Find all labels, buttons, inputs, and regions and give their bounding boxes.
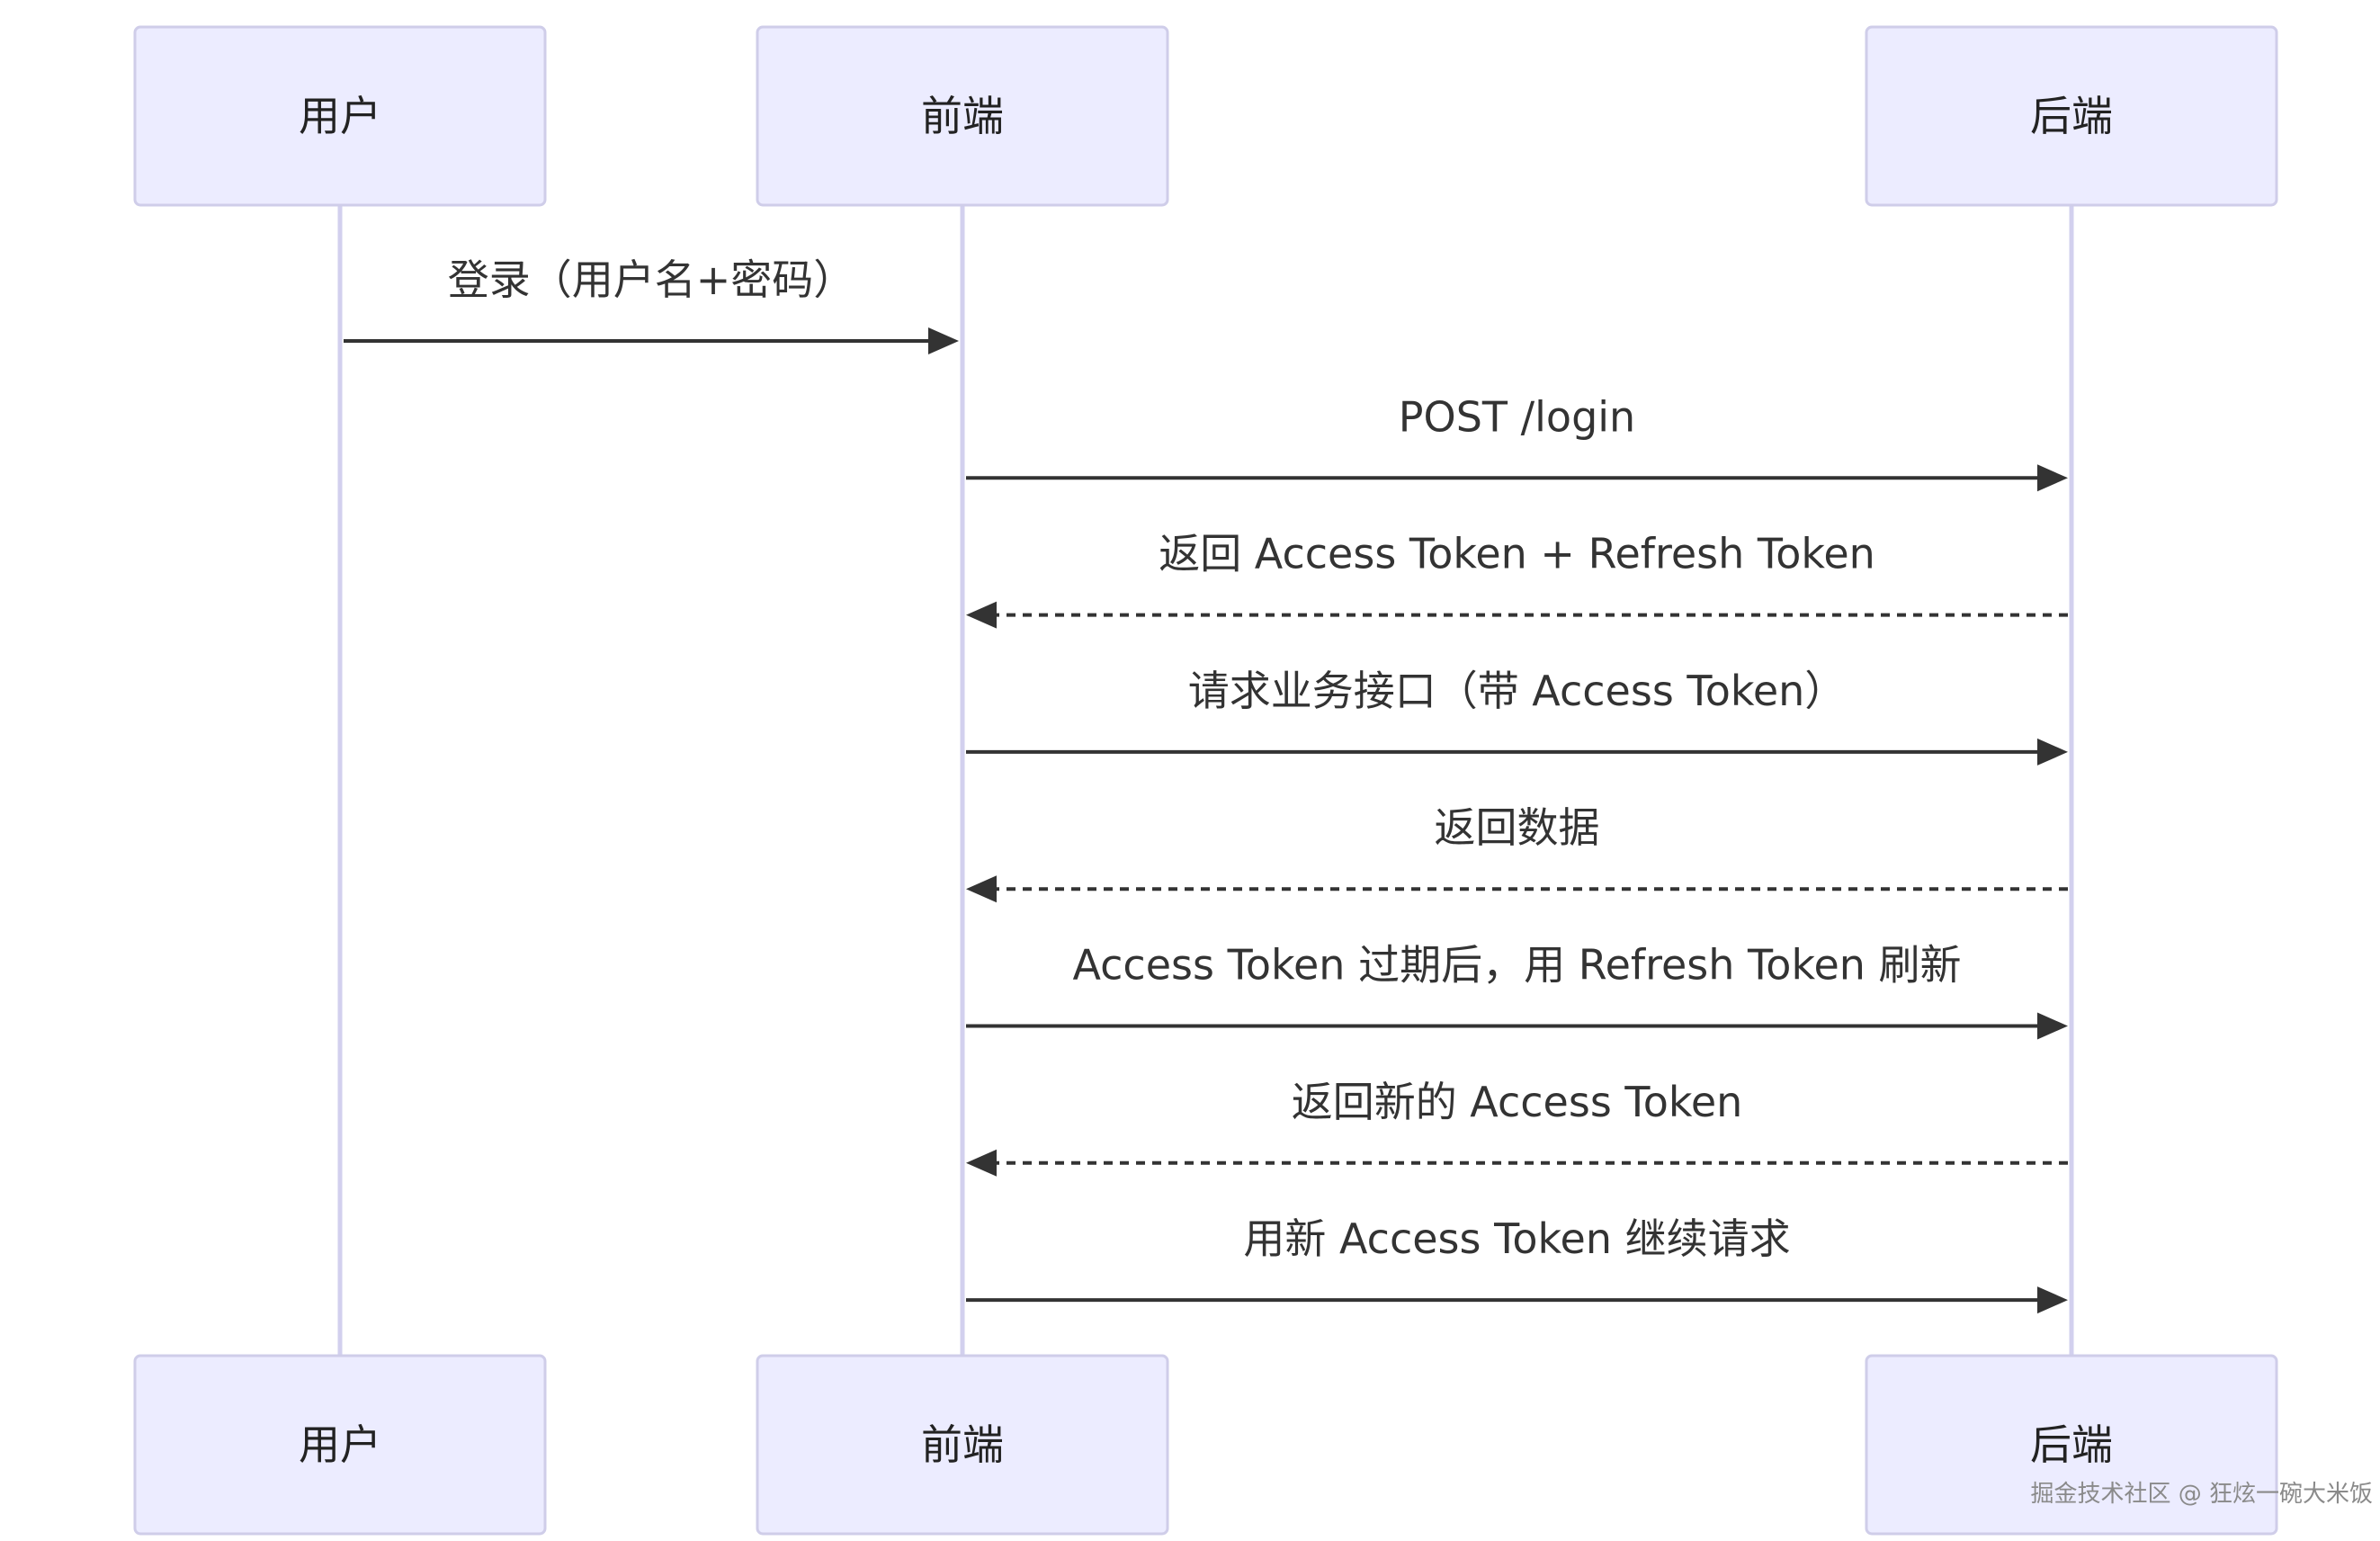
participant-box [133, 1354, 547, 1536]
participant-label: 前端 [921, 92, 1004, 140]
messages: 登录（用户名+密码） POST /login 返回 Access Token + R… [344, 255, 2068, 1314]
message-2: POST /login [966, 392, 2068, 492]
participant-frontend-top: 前端 [756, 25, 1169, 207]
participant-user-top: 用户 [133, 25, 547, 207]
arrowhead-icon [966, 601, 997, 629]
message-4: 请求业务接口（带 Access Token） [966, 667, 2068, 766]
participant-box [133, 25, 547, 207]
participant-box [1865, 1354, 2278, 1536]
lifelines [337, 205, 2074, 1356]
participant-box [756, 25, 1169, 207]
message-label: 用新 Access Token 继续请求 [1243, 1214, 1790, 1263]
message-8: 用新 Access Token 继续请求 [966, 1214, 2068, 1314]
message-3: 返回 Access Token + Refresh Token [966, 530, 2068, 629]
arrowhead-icon [966, 875, 997, 903]
message-label: 请求业务接口（带 Access Token） [1188, 667, 1847, 715]
participant-backend-bottom: 后端 [1865, 1354, 2278, 1536]
arrowhead-icon [2037, 1012, 2068, 1040]
message-label: 返回数据 [1435, 803, 1600, 852]
arrowhead-icon [966, 1149, 997, 1177]
participant-label: 用户 [299, 1420, 381, 1469]
message-label: 返回 Access Token + Refresh Token [1159, 530, 1875, 578]
participant-label: 后端 [2030, 1420, 2113, 1469]
message-7: 返回新的 Access Token [966, 1078, 2068, 1177]
participant-label: 后端 [2030, 92, 2113, 140]
participant-user-bottom: 用户 [133, 1354, 547, 1536]
participant-box [756, 1354, 1169, 1536]
arrowhead-icon [2037, 1286, 2068, 1314]
message-5: 返回数据 [966, 803, 2068, 903]
watermark-text: 掘金技术社区 @ 狂炫一碗大米饭 [2030, 1481, 2373, 1508]
arrowhead-icon [2037, 738, 2068, 766]
participant-box [1865, 25, 2278, 207]
message-label: 返回新的 Access Token [1292, 1078, 1743, 1126]
message-label: 登录（用户名+密码） [448, 255, 855, 304]
arrowhead-icon [2037, 464, 2068, 492]
participant-backend-top: 后端 [1865, 25, 2278, 207]
message-1: 登录（用户名+密码） [344, 255, 959, 354]
message-label: Access Token 过期后，用 Refresh Token 刷新 [1072, 941, 1961, 990]
participant-frontend-bottom: 前端 [756, 1354, 1169, 1536]
message-label: POST /login [1399, 392, 1635, 441]
participant-label: 前端 [921, 1420, 1004, 1469]
arrowhead-icon [928, 327, 959, 354]
message-6: Access Token 过期后，用 Refresh Token 刷新 [966, 941, 2068, 1040]
participant-label: 用户 [299, 92, 381, 140]
